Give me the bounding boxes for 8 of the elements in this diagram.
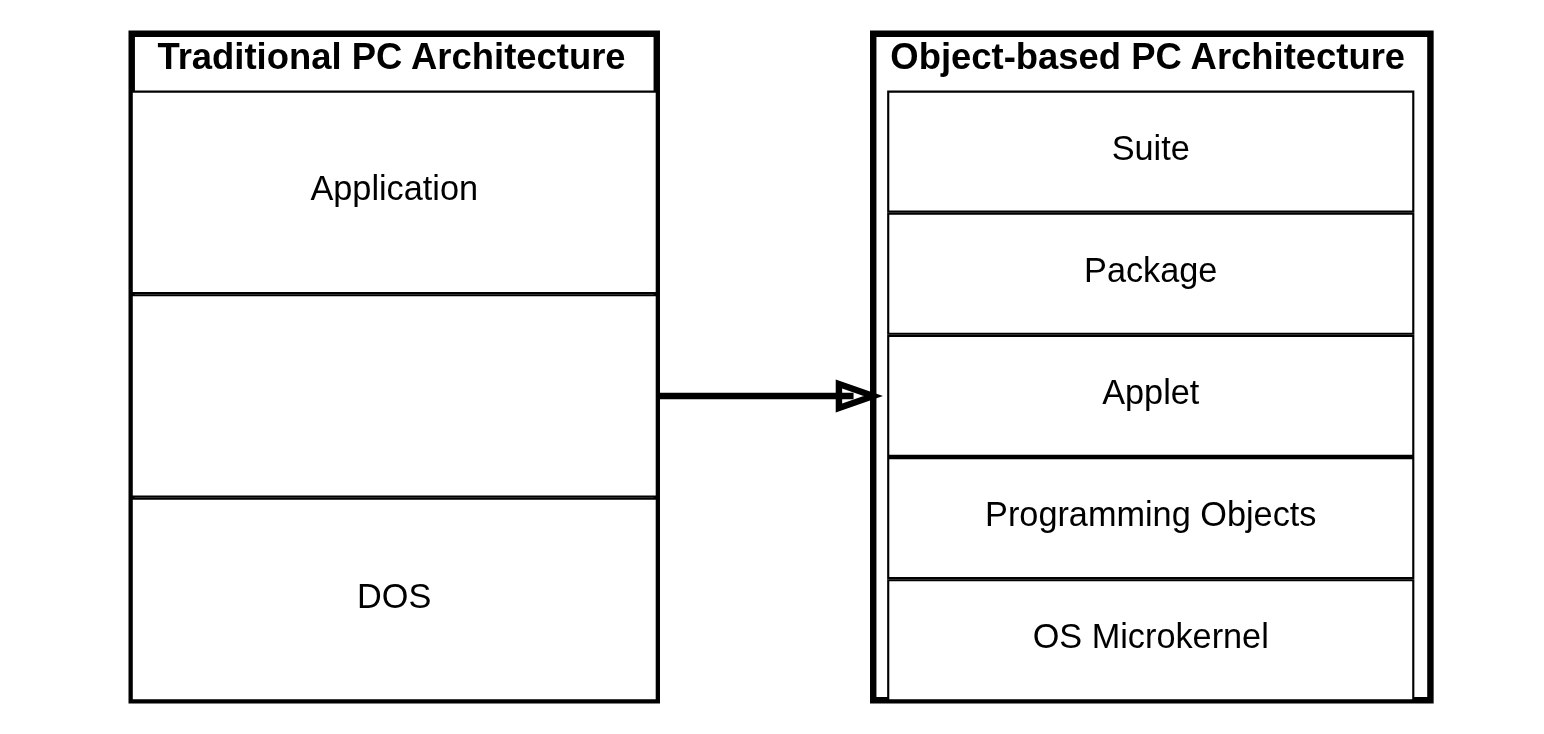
- node-box: Application: [130, 90, 658, 295]
- node-box: Package: [886, 212, 1414, 335]
- node-box: DOS: [130, 497, 658, 702]
- node-box: Suite: [886, 90, 1414, 213]
- node-box: OS Microkernel: [886, 579, 1414, 702]
- node-box: Programming Objects: [886, 457, 1414, 580]
- node-box: [130, 294, 658, 498]
- node-box: Applet: [886, 334, 1414, 457]
